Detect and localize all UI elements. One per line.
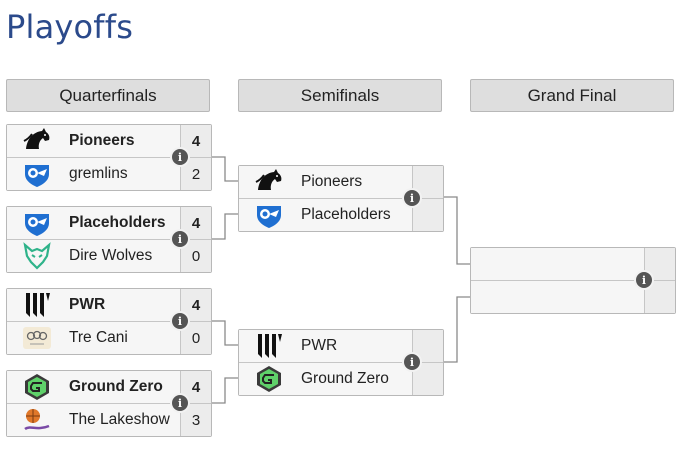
lakeshow-logo [21, 406, 53, 434]
team-name: Dire Wolves [69, 247, 153, 264]
ground-zero-logo [21, 373, 53, 401]
ground-zero-logo [253, 365, 285, 393]
connector-qf4-sf2 [212, 377, 238, 404]
team-score: 2 [180, 158, 211, 190]
match-semifinal-2[interactable]: PWR Ground Zero i [238, 329, 444, 396]
team-score [644, 281, 675, 313]
match-semifinal-1[interactable]: Pioneers Placeholders i [238, 165, 444, 232]
connector-sf2-gf [444, 296, 470, 363]
match-quarterfinal-4[interactable]: Ground Zero 4 The Lakeshow 3 i [6, 370, 212, 437]
team-name: Ground Zero [301, 370, 389, 387]
info-icon[interactable]: i [636, 272, 652, 288]
team-score: 0 [180, 322, 211, 354]
match-quarterfinal-3[interactable]: PWR 4 Tre Cani 0 i [6, 288, 212, 355]
match-grand-final[interactable]: i [470, 247, 676, 314]
info-icon[interactable]: i [172, 231, 188, 247]
pioneers-horse-logo [253, 168, 285, 196]
pwr-logo [21, 291, 53, 319]
info-icon[interactable]: i [172, 395, 188, 411]
team-row[interactable]: Ground Zero 4 [7, 371, 211, 403]
team-score: 3 [180, 404, 211, 436]
wolf-logo [21, 242, 53, 270]
connector-qf1-sf1 [212, 156, 238, 182]
team-name: Ground Zero [69, 378, 163, 395]
match-quarterfinal-1[interactable]: Pioneers 4 gremlins 2 i [6, 124, 212, 191]
round-header-grand-final: Grand Final [470, 79, 674, 112]
team-score [412, 199, 443, 231]
team-row[interactable]: Pioneers 4 [7, 125, 211, 157]
team-name: PWR [301, 337, 338, 354]
team-name: Tre Cani [69, 329, 128, 346]
info-icon[interactable]: i [172, 313, 188, 329]
tre-cani-logo [21, 324, 53, 352]
rocket-league-logo [253, 201, 285, 229]
round-header-quarterfinals: Quarterfinals [6, 79, 210, 112]
team-name: PWR [69, 296, 106, 313]
connector-sf1-gf [444, 196, 470, 265]
info-icon[interactable]: i [404, 190, 420, 206]
rocket-league-logo [21, 209, 53, 237]
round-header-semifinals: Semifinals [238, 79, 442, 112]
team-name: Placeholders [69, 214, 166, 231]
team-score: 0 [180, 240, 211, 272]
connector-qf3-sf2 [212, 320, 238, 346]
team-score [412, 363, 443, 395]
info-icon[interactable]: i [172, 149, 188, 165]
match-quarterfinal-2[interactable]: Placeholders 4 Dire Wolves 0 i [6, 206, 212, 273]
page-title: Playoffs [6, 8, 134, 46]
team-name: Placeholders [301, 206, 391, 223]
team-name: Pioneers [69, 132, 135, 149]
info-icon[interactable]: i [404, 354, 420, 370]
team-name: The Lakeshow [69, 411, 170, 428]
rocket-league-logo [21, 160, 53, 188]
team-name: Pioneers [301, 173, 363, 190]
pioneers-horse-logo [21, 127, 53, 155]
connector-qf2-sf1 [212, 213, 238, 240]
pwr-logo [253, 332, 285, 360]
team-name: gremlins [69, 165, 128, 182]
